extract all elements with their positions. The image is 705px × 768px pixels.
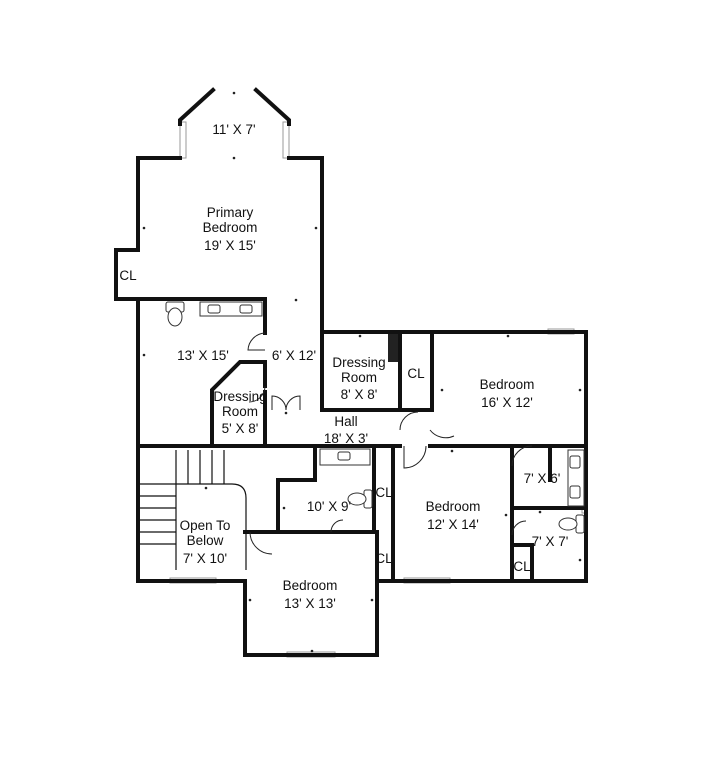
label-bedroom-s-dims: 13' X 13' [284,596,336,611]
door-dressing2 [248,385,266,403]
label-primary-dims: 19' X 15' [204,238,256,253]
sink-7x6-1 [569,455,581,469]
label-room-7x6-dims: 7' X 6' [524,471,561,486]
exterior-walls [114,87,588,657]
door-7x7 [511,520,527,536]
label-dressing1-dims: 8' X 8' [341,387,378,402]
label-room-7x7-dims: 7' X 7' [532,534,569,549]
label-bath-10x9-dims: 10' X 9' [307,499,351,514]
label-cl-left: CL [119,268,137,283]
wall-south-east [136,330,588,657]
door-7x6 [511,445,533,467]
wall-bay-right-angle [253,87,291,126]
wall-dressing2 [210,360,267,446]
label-bedroom-ne-name: Bedroom [480,377,535,392]
label-dressing2-name-2: Room [222,404,258,419]
stairs [140,450,247,570]
label-dressing2-dims: 5' X 8' [222,421,259,436]
label-bay-dims: 11' X 7' [212,122,255,137]
label-dressing1-name-2: Room [341,370,377,385]
label-primary-bath-dims: 13' X 15' [177,348,229,363]
label-bedroom-s-name: Bedroom [283,578,338,593]
label-closet-6x12-dims: 6' X 12' [272,348,316,363]
doors [247,332,533,555]
label-cl-bottom: CL [375,551,393,566]
door-bath-10x9 [330,519,344,533]
label-dressing1-name-1: Dressing [332,355,385,370]
door-bedroom-mid [403,445,427,469]
door-bath [247,332,266,351]
label-bedroom-mid-dims: 12' X 14' [427,517,479,532]
door-bedroom-s [249,531,273,555]
label-cl-right: CL [513,559,531,574]
toilet-bowl-bath [347,492,367,506]
label-bedroom-ne-dims: 16' X 12' [481,395,533,410]
wall-bay-left-angle [178,87,216,126]
door-bedroom-ne [399,411,455,439]
door-double-closet [271,395,301,411]
window-bay-right [282,121,290,159]
sink-7x6-2 [569,485,581,499]
label-hall-dims: 18' X 3' [324,431,368,446]
fixtures [165,301,585,534]
room-labels: 11' X 7' Primary Bedroom 19' X 15' CL 13… [119,122,568,611]
label-hall-name: Hall [334,414,357,429]
label-open-below-name-1: Open To [180,518,231,533]
label-bedroom-mid-name: Bedroom [426,499,481,514]
sink-bath-10x9 [337,451,351,461]
wall-primary-east [287,156,324,334]
label-cl-mid: CL [407,366,425,381]
open-below-outline [175,483,247,570]
interior-walls [136,297,588,583]
label-open-below-name-2: Below [187,533,224,548]
window-bay-left [179,121,187,159]
chimney-block [388,334,398,362]
toilet-bowl-7x7 [558,517,578,531]
marker-dots [142,91,582,653]
label-primary-name-1: Primary [207,205,254,220]
label-dressing2-name-1: Dressing [213,389,266,404]
label-open-below-dims: 7' X 10' [183,551,227,566]
sink-primary-2 [239,304,253,314]
label-primary-name-2: Bedroom [203,220,258,235]
sink-primary-1 [207,304,221,314]
toilet-bowl-primary [167,307,183,327]
label-cl-bath: CL [375,485,393,500]
